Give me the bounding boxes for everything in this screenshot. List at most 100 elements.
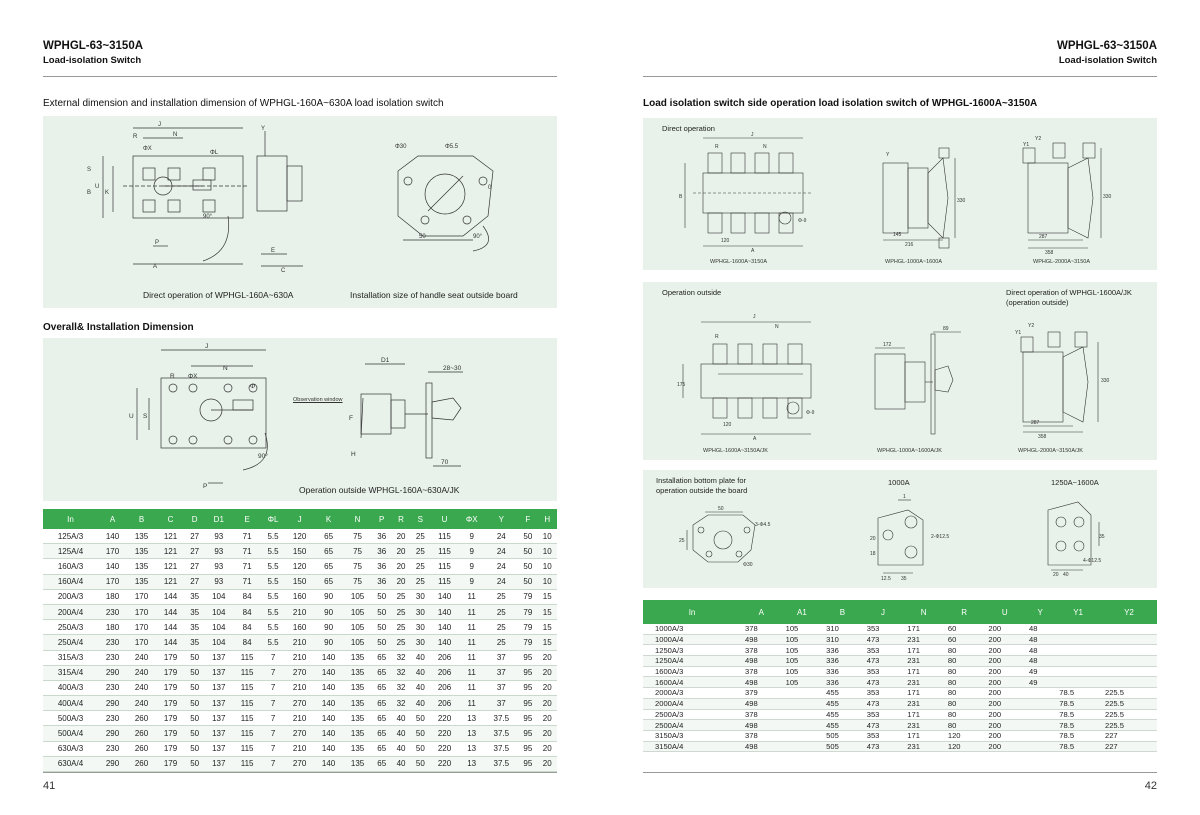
svg-text:Y: Y: [886, 152, 890, 158]
svg-text:P: P: [155, 240, 159, 246]
left-table-cell: 65: [314, 529, 344, 545]
left-table-cell: 140: [430, 604, 459, 621]
right-panel3-label-1250a: 1250A~1600A: [1051, 478, 1099, 487]
svg-text:145: 145: [893, 232, 902, 238]
right-drawing-panel-3: Installation bottom plate for operation …: [643, 470, 1157, 588]
svg-text:90°: 90°: [258, 452, 268, 460]
left-table-cell: 5.5: [260, 604, 286, 621]
left-table-cell: 40: [410, 650, 430, 666]
left-table-cell: 95: [518, 725, 538, 742]
left-table-cell: 36: [372, 558, 392, 575]
left-table-cell: 25: [410, 558, 430, 575]
left-table-cell: 115: [233, 710, 261, 727]
left-table-cell: 90: [314, 589, 344, 605]
right-section-title: Load isolation switch side operation loa…: [643, 98, 1038, 109]
svg-text:Φ-9: Φ-9: [806, 410, 815, 416]
svg-text:A: A: [751, 248, 755, 254]
left-table-cell: 90: [314, 634, 344, 651]
right-table-cell: 231: [903, 655, 944, 667]
left-table-cell: 40: [391, 725, 411, 742]
left-table-cell: 9: [458, 558, 485, 575]
left-table-cell: 24: [484, 543, 519, 560]
left-table-header-cell: A: [98, 509, 128, 529]
left-table-cell: 210: [285, 710, 315, 727]
left-table-cell: 170: [127, 634, 156, 651]
svg-text:28~30: 28~30: [443, 365, 462, 372]
left-table-cell: 37: [484, 650, 519, 666]
left-table-cell: 240: [127, 695, 156, 712]
svg-text:330: 330: [1103, 194, 1112, 200]
left-table-cell: 230: [98, 680, 128, 697]
left-table-cell: 24: [484, 574, 519, 590]
left-table-cell: 630A/4: [43, 756, 99, 773]
svg-text:A: A: [753, 436, 757, 442]
left-table-cell: 315A/4: [43, 665, 99, 681]
right-table-cell: [1024, 687, 1056, 699]
svg-text:P: P: [203, 483, 207, 490]
left-table-cell: 140: [314, 680, 344, 697]
svg-text:N: N: [223, 365, 228, 372]
right-table-header-cell: Y2: [1100, 600, 1157, 624]
left-table-cell: 13: [458, 725, 485, 742]
right-table-cell: 2000A/3: [643, 687, 742, 699]
left-panel1-caption-left: Direct operation of WPHGL-160A~630A: [143, 290, 294, 300]
left-table-cell: 35: [184, 619, 205, 636]
left-table-cell: 140: [314, 665, 344, 681]
left-table-cell: 65: [314, 558, 344, 575]
left-table-cell: 84: [233, 634, 261, 651]
left-table-cell: 32: [391, 695, 411, 712]
left-table-cell: 20: [537, 665, 557, 681]
left-table-cell: 180: [98, 589, 128, 605]
right-table-cell: 171: [903, 624, 944, 635]
svg-text:3-Φ4.5: 3-Φ4.5: [755, 522, 771, 528]
right-table-cell: [781, 698, 823, 710]
right-table-cell: 200: [984, 634, 1025, 646]
left-section2-title: Overall& Installation Dimension: [43, 322, 194, 333]
left-table-cell: 260: [127, 741, 156, 757]
left-table-cell: 50: [518, 543, 538, 560]
svg-text:50: 50: [419, 234, 426, 240]
left-table-cell: 7: [260, 756, 286, 773]
right-table-cell: 171: [903, 644, 944, 657]
left-table-cell: 150: [285, 574, 315, 590]
left-table-cell: 90: [314, 619, 344, 636]
right-table-cell: [1100, 655, 1157, 667]
left-table-cell: 206: [430, 680, 459, 697]
svg-text:20: 20: [1053, 572, 1059, 578]
right-panel1-caption-1: WPHGL-1600A~3150A: [710, 259, 768, 265]
svg-text:J: J: [753, 314, 756, 320]
right-panel1-caption-3: WPHGL-2000A~3150A: [1033, 259, 1091, 265]
left-table-cell: 50: [184, 725, 205, 742]
left-table-cell: 36: [372, 543, 392, 560]
right-table-cell: 336: [822, 644, 863, 657]
left-table-cell: 25: [484, 589, 519, 605]
left-table-cell: 25: [484, 619, 519, 636]
right-table-cell: 171: [903, 709, 944, 721]
svg-text:175: 175: [677, 382, 686, 388]
left-table-cell: 170: [127, 619, 156, 636]
left-table-cell: 179: [156, 695, 185, 712]
left-table-cell: 95: [518, 741, 538, 757]
left-table-cell: 75: [343, 574, 373, 590]
left-table-cell: 230: [98, 650, 128, 666]
left-table-header-cell: D: [184, 509, 205, 529]
left-table-cell: 50: [410, 741, 430, 757]
right-table-cell: 49: [1024, 666, 1056, 678]
left-table-cell: 9: [458, 529, 485, 545]
left-table-cell: 270: [285, 695, 315, 712]
svg-text:B: B: [679, 194, 683, 200]
left-header-rule: [43, 76, 557, 77]
left-table-header-cell: F: [518, 509, 538, 529]
left-table-cell: 25: [484, 634, 519, 651]
